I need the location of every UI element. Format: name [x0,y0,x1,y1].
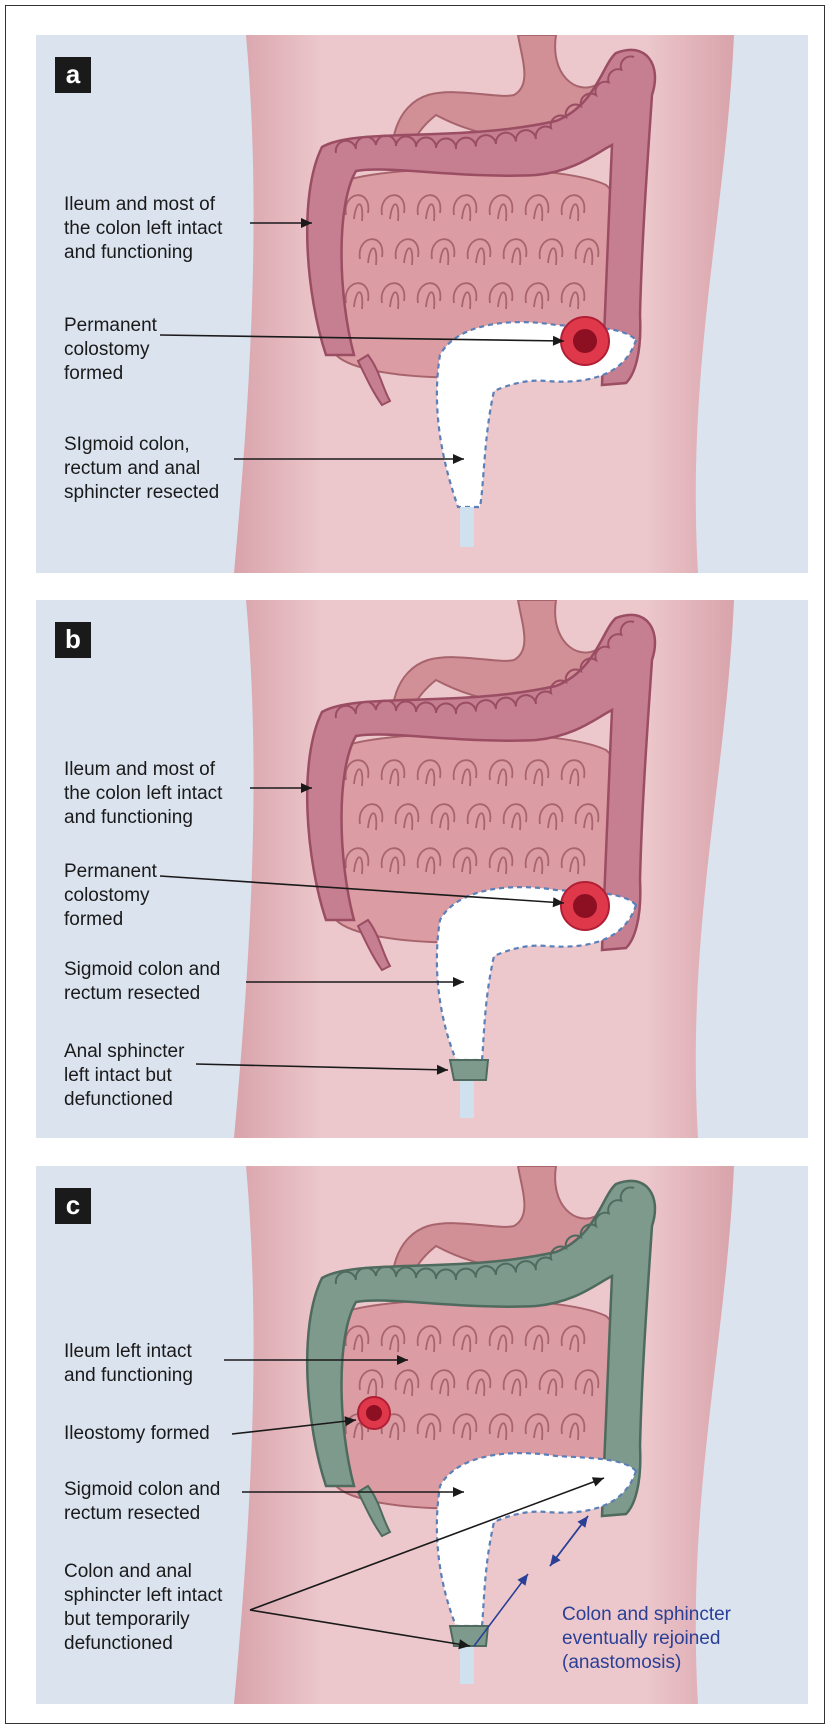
stoma-opening [573,894,597,918]
anal-canal [460,1644,474,1684]
panel-badge: c [55,1188,91,1224]
anal-canal [460,507,474,547]
anal-sphincter [450,1060,488,1080]
stoma-opening [573,329,597,353]
anal-canal [460,1078,474,1118]
label-ileostomy-formed: Ileostomy formed [64,1422,210,1446]
panel-badge: a [55,57,91,93]
panel-badge: b [55,622,91,658]
stoma-opening [366,1405,382,1421]
